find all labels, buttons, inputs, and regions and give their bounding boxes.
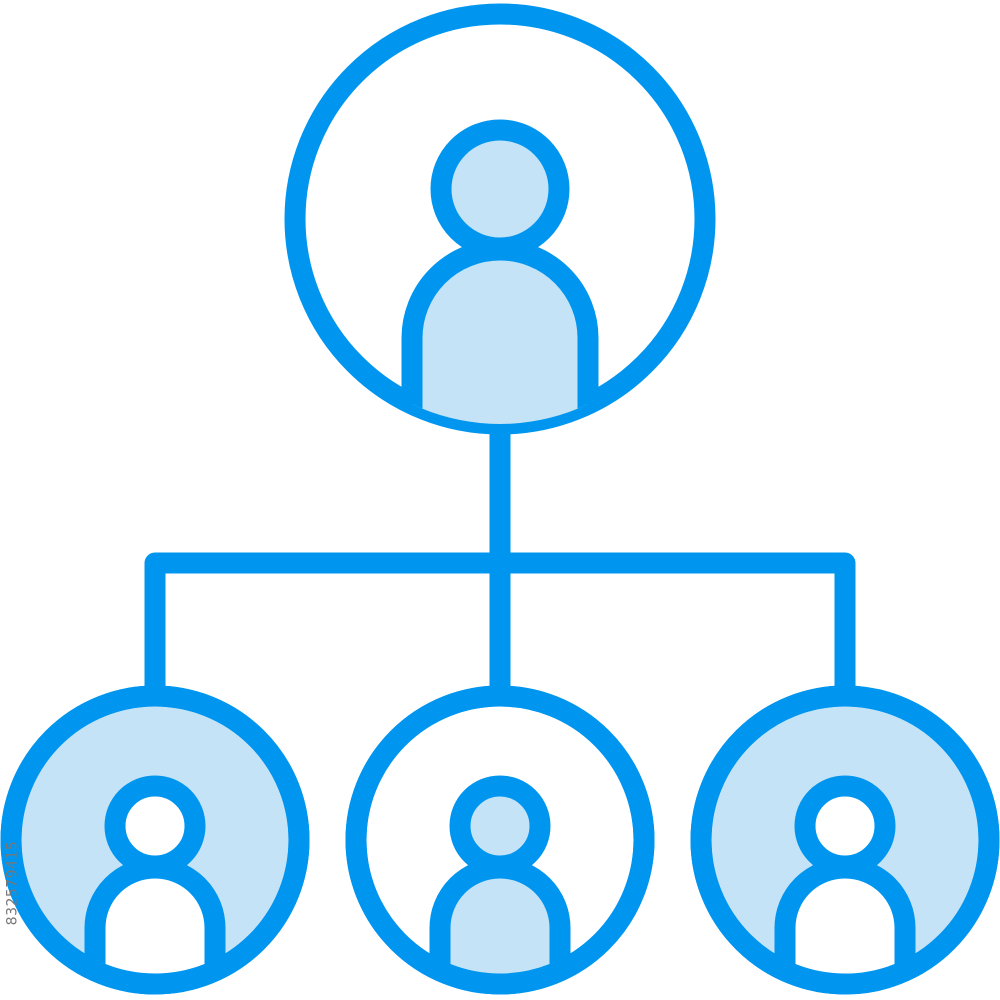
bottom-right-person-node	[690, 685, 1000, 995]
bottom-right-person-head	[794, 775, 896, 877]
top-person-node	[284, 3, 716, 435]
stock-id-watermark: 832579415	[0, 765, 24, 1000]
connector-lines	[144, 414, 856, 701]
top-person-head	[430, 119, 570, 259]
bottom-left-person-head	[104, 775, 206, 877]
top-person-body	[401, 239, 599, 424]
bottom-left-person-node	[0, 685, 310, 995]
bottom-center-person-head	[449, 775, 551, 877]
top-person-icon	[401, 239, 599, 424]
branch-connector	[144, 552, 856, 701]
stock-id-text: 832579415	[4, 840, 21, 925]
bottom-center-person-node	[345, 685, 655, 995]
